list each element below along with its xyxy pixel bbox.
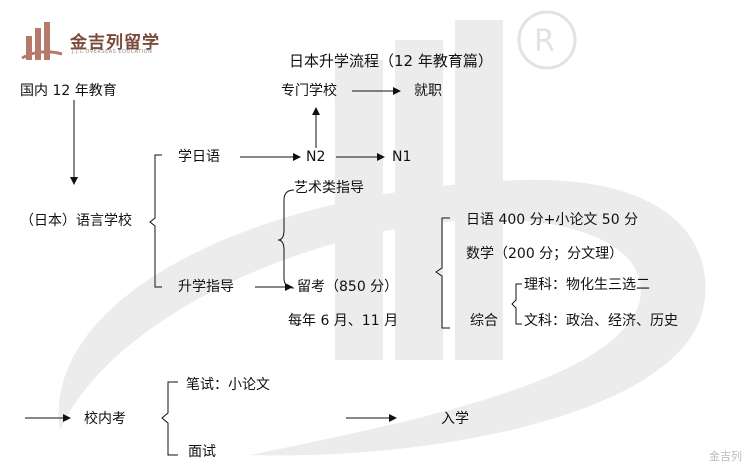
corner-watermark: 金吉列 bbox=[709, 450, 742, 463]
svg-text:R: R bbox=[534, 24, 555, 59]
node-japanese-score: 日语 400 分+小论文 50 分 bbox=[466, 212, 639, 228]
node-language-school: （日本）语言学校 bbox=[20, 213, 132, 229]
node-enrollment: 入学 bbox=[441, 411, 469, 427]
node-liberal-arts: 文科：政治、经济、历史 bbox=[524, 313, 678, 329]
node-school-exam: 校内考 bbox=[84, 411, 126, 427]
node-n2: N2 bbox=[306, 149, 326, 165]
node-domestic-education: 国内 12 年教育 bbox=[20, 83, 117, 99]
node-math-score: 数学（200 分；分文理） bbox=[466, 246, 624, 262]
node-science: 理科：物化生三选二 bbox=[524, 277, 650, 293]
node-vocational-school: 专门学校 bbox=[281, 83, 337, 99]
node-interview: 面试 bbox=[188, 444, 216, 460]
node-comprehensive: 综合 bbox=[470, 313, 498, 329]
node-learn-japanese: 学日语 bbox=[178, 149, 220, 165]
diagram-title: 日本升学流程（12 年教育篇） bbox=[289, 52, 493, 70]
brand-logo: 金吉列留学 J.J.L OVERSEAS EDUCATION bbox=[20, 16, 180, 68]
logo-icon bbox=[21, 22, 63, 60]
node-admission-guidance: 升学指导 bbox=[178, 279, 234, 295]
node-written-exam: 笔试：小论文 bbox=[186, 377, 270, 393]
logo-name: 金吉列留学 bbox=[70, 33, 160, 53]
logo-subtitle: J.J.L OVERSEAS EDUCATION bbox=[72, 49, 153, 55]
node-eju: 留考（850 分） bbox=[297, 279, 399, 295]
node-employment: 就职 bbox=[414, 83, 442, 99]
node-art-guidance: 艺术类指导 bbox=[294, 180, 364, 196]
node-n1: N1 bbox=[392, 149, 412, 165]
node-eju-schedule: 每年 6 月、11 月 bbox=[288, 313, 399, 329]
